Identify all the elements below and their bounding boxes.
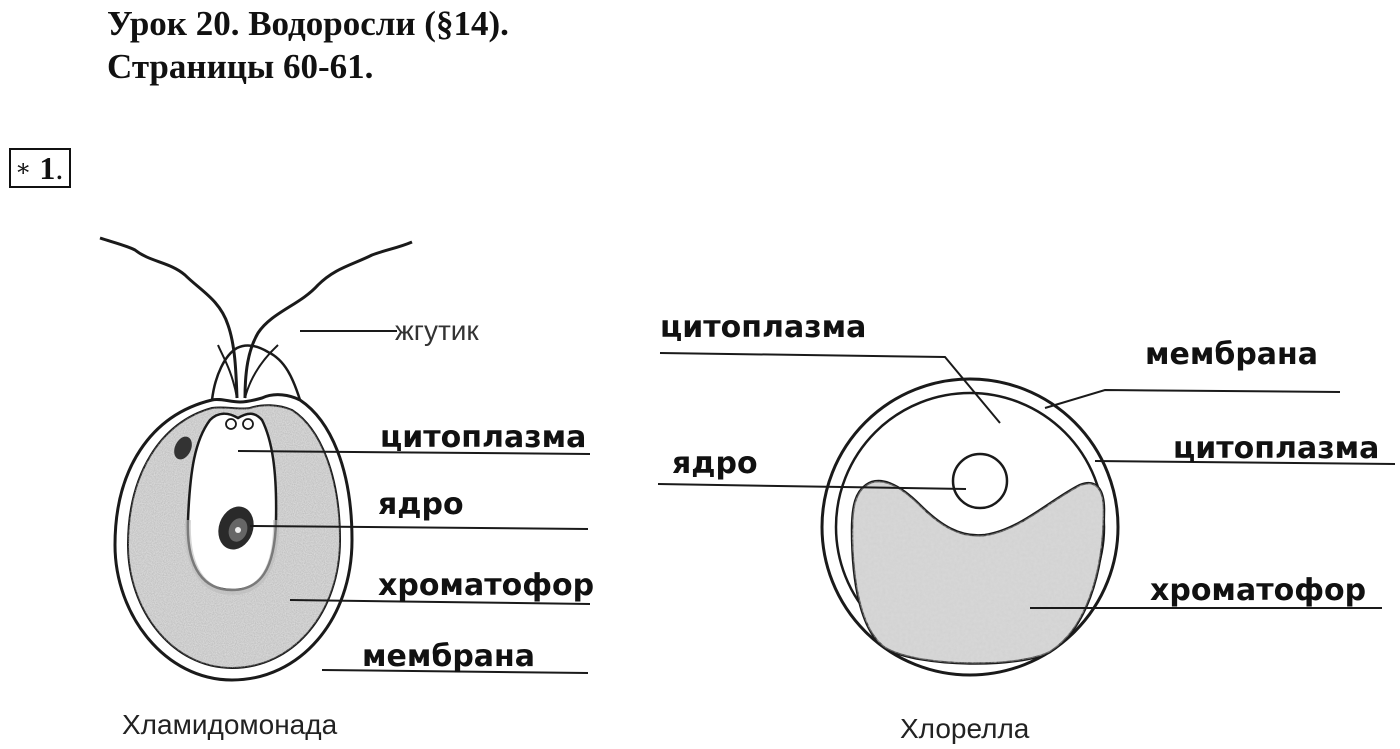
label-chl-cytoplasm-right: цитоплазма: [1173, 431, 1379, 466]
leader-chl-cytoplasm-top: [659, 352, 1001, 424]
chlamydomonas-vacuole: [186, 412, 278, 592]
leader-chl-cytoplasm-right: [1094, 460, 1396, 465]
label-nucleus: ядро: [378, 487, 464, 522]
flagellum-bend: [217, 344, 279, 399]
leader-nucleus: [249, 525, 589, 530]
task-dot: .: [55, 150, 64, 186]
leader-chl-membrane: [1044, 388, 1341, 409]
flagellum-left-inner: [243, 240, 413, 399]
caption-chlorella: Хлорелла: [900, 713, 1030, 744]
lesson-title: Урок 20. Водоросли (§14).: [107, 4, 509, 43]
task-number: 1: [39, 150, 56, 186]
leader-chl-nucleus: [657, 483, 967, 490]
caption-chlamydomonas: Хламидомонада: [122, 709, 338, 740]
chlamydomonas-cell: жгутик цитоплазма ядро хроматофор мембра…: [99, 236, 594, 740]
chlorella-nucleus: [951, 452, 1009, 510]
label-membrane: мембрана: [362, 639, 535, 674]
label-flagellum: жгутик: [395, 315, 479, 346]
eyespot: [174, 436, 192, 460]
task-star: ∗: [15, 156, 32, 182]
flagellum-root-outline: [210, 344, 302, 401]
leader-chromatophore: [289, 599, 591, 605]
leader-membrane: [321, 669, 589, 674]
label-chl-membrane: мембрана: [1145, 337, 1318, 372]
lesson-heading: Урок 20. Водоросли (§14). Страницы 60-61…: [107, 2, 509, 88]
label-chl-nucleus: ядро: [672, 446, 758, 481]
label-cytoplasm: цитоплазма: [380, 420, 586, 455]
chlorella-cell: цитоплазма мембрана цитоплазма ядро хром…: [657, 310, 1396, 744]
leader-cytoplasm: [237, 450, 591, 455]
lesson-pages: Страницы 60-61.: [107, 47, 374, 86]
contractile-vacuole-left: [225, 418, 237, 430]
contractile-vacuole-right: [242, 418, 254, 430]
label-chl-cytoplasm-top: цитоплазма: [660, 310, 866, 345]
task-number-box: ∗ 1.: [9, 148, 72, 188]
label-chl-chromatophore: хроматофор: [1150, 573, 1366, 608]
flagellum-left: [99, 236, 239, 399]
label-chromatophore: хроматофор: [378, 568, 594, 603]
